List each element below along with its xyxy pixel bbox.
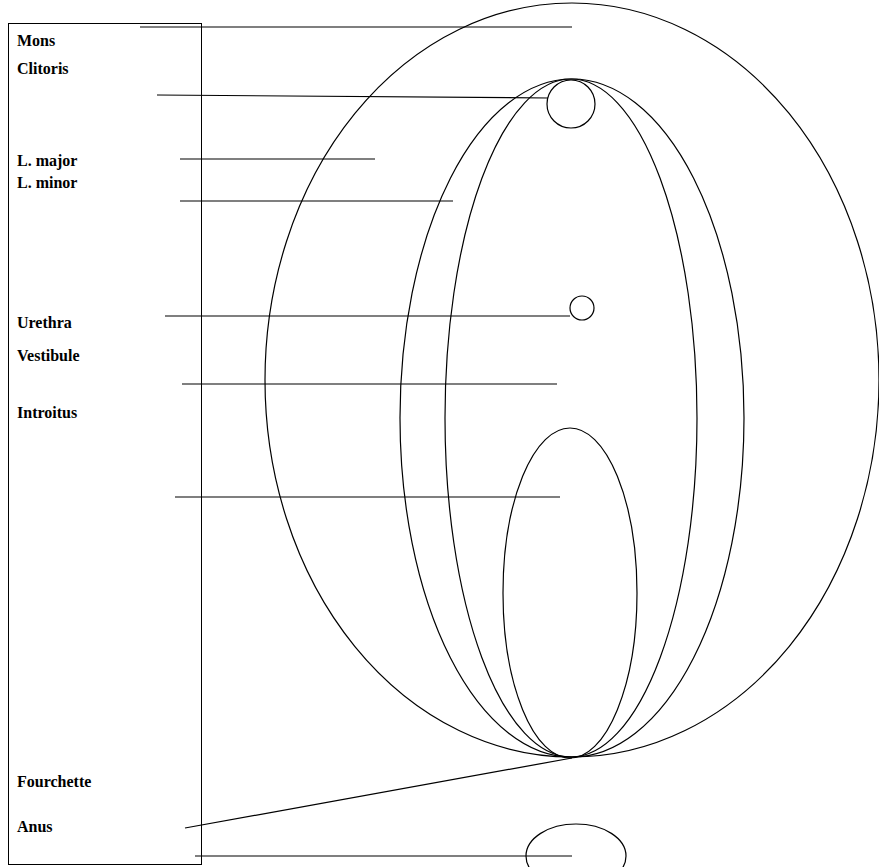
- leader-line: [195, 855, 572, 856]
- leader-line: [175, 496, 560, 497]
- leader-line: [180, 200, 453, 201]
- labia-major-outline: [400, 79, 744, 757]
- label-box: MonsClitoris L. major L. minorUrethraVesti…: [8, 23, 202, 865]
- part-label: L. major: [17, 152, 77, 170]
- part-label: Urethra: [17, 314, 72, 332]
- part-label: Fourchette: [17, 773, 91, 791]
- leader-line: [165, 315, 570, 316]
- anus-ellipse: [526, 824, 626, 867]
- leader-line: [182, 383, 557, 384]
- clitoris-circle: [547, 80, 595, 128]
- urethra-circle: [570, 296, 594, 320]
- part-label: Vestibule: [17, 347, 80, 365]
- leader-line: [157, 95, 548, 98]
- part-label: L. minor: [17, 174, 77, 192]
- part-label: Clitoris: [17, 60, 69, 78]
- leader-line: [140, 26, 572, 27]
- leader-line: [185, 758, 572, 828]
- labia-minor-outline: [445, 79, 697, 757]
- leader-line: [180, 158, 375, 159]
- outer-outline: [265, 3, 879, 757]
- part-label: Mons: [17, 32, 55, 50]
- part-label: Introitus: [17, 404, 77, 422]
- introitus-outline: [503, 428, 637, 758]
- part-label: Anus: [17, 818, 53, 836]
